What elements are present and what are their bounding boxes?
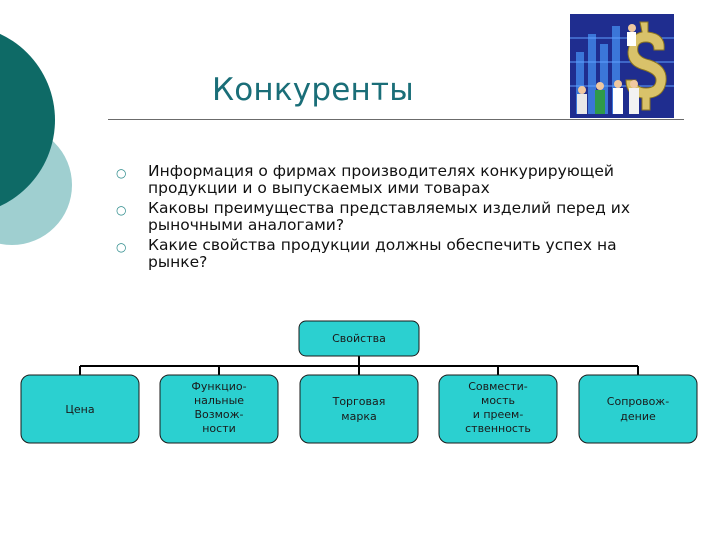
bullet-list: ○ Информация о фирмах производителях кон… [112,163,672,274]
node-label: Торговая [332,395,386,408]
child-node-compatibility: Совмести- мость и преем- ственность [438,374,558,444]
slide-title: Конкуренты [212,72,414,108]
bullet-item: ○ Информация о фирмах производителях кон… [112,163,672,196]
title-divider [108,119,684,120]
bullet-circle-icon: ○ [116,166,127,180]
bullet-item: ○ Какие свойства продукции должны обеспе… [112,237,672,270]
bullet-circle-icon: ○ [116,203,127,217]
node-label: ности [202,422,236,435]
child-node-functional: Функцио- нальные Возмож- ности [159,374,279,444]
bullet-circle-icon: ○ [116,240,127,254]
child-node-price: Цена [20,374,140,444]
node-label: Совмести- [468,380,528,393]
root-node-label: Свойства [332,332,386,345]
connector-lines [79,356,639,375]
bullet-text: Какие свойства продукции должны обеспечи… [148,236,617,271]
node-label: дение [620,410,656,423]
node-label: Возмож- [194,408,243,421]
node-label: Сопровож- [607,395,669,408]
bullet-text: Информация о фирмах производителях конку… [148,162,615,197]
node-label: нальные [194,394,244,407]
dollar-business-people-clipart [570,14,674,118]
node-label: и преем- [473,408,524,421]
bullet-item: ○ Каковы преимущества представляемых изд… [112,200,672,233]
child-node-brand: Торговая марка [299,374,419,444]
node-label: ственность [465,422,531,435]
bullet-text: Каковы преимущества представляемых издел… [148,199,631,234]
decorative-circle-dark [0,33,55,207]
node-label: марка [341,410,376,423]
node-label: Функцио- [191,380,246,393]
root-node: Свойства [298,320,420,357]
node-label: мость [481,394,515,407]
child-node-support: Сопровож- дение [578,374,698,444]
node-label: Цена [65,403,94,416]
decorative-shapes [0,33,72,245]
